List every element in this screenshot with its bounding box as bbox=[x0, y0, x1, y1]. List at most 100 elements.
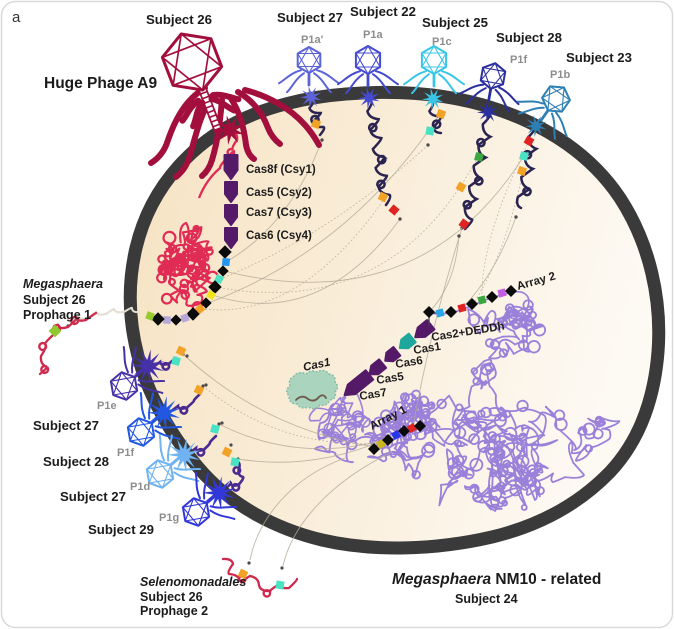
label-top-subject-23: Subject 23 bbox=[566, 50, 632, 65]
phage-capsid-facet bbox=[367, 45, 381, 68]
repeat-diamond bbox=[170, 314, 182, 326]
label-left-subject-29: Subject 29 bbox=[88, 522, 154, 537]
phage-huge-a9 bbox=[148, 32, 322, 180]
membrane-spike-burst bbox=[202, 476, 236, 510]
protospacer-square bbox=[523, 135, 535, 147]
phage-capsid-facet bbox=[482, 67, 506, 73]
phage-tail-rung bbox=[211, 123, 221, 128]
phage-capsid-facet bbox=[127, 426, 144, 447]
cas-f-gene-2 bbox=[224, 204, 238, 226]
spacer-square bbox=[390, 429, 402, 441]
phage-capsid-facet bbox=[355, 52, 369, 75]
phage-capsid-facet bbox=[110, 380, 127, 401]
phage-capsid-facet bbox=[146, 464, 171, 470]
phage-leg bbox=[179, 97, 202, 124]
injected-dna-left-3 bbox=[222, 459, 245, 492]
huge-phage-leg bbox=[235, 89, 283, 147]
acquisition-connector bbox=[223, 155, 525, 283]
repeat-diamond bbox=[200, 297, 212, 309]
label-phage-p1e: P1e bbox=[97, 400, 117, 412]
spacer-square bbox=[477, 295, 487, 305]
label-cas5: Cas5 bbox=[376, 371, 406, 387]
connector-dot bbox=[514, 215, 518, 219]
phage-capsid-facet bbox=[149, 478, 174, 484]
label-cas6: Cas6 bbox=[395, 355, 424, 371]
connector-dot bbox=[229, 443, 233, 447]
label-phage-p1c: P1c bbox=[432, 36, 452, 48]
phage-capsid-facet bbox=[127, 422, 152, 428]
protospacer-square bbox=[519, 151, 529, 161]
phage-capsid-facet bbox=[433, 45, 447, 68]
injected-dna-top-0 bbox=[308, 98, 326, 137]
connector-dot bbox=[398, 217, 402, 221]
phage-leg bbox=[130, 346, 137, 374]
label-huge-phage-title: Huge Phage A9 bbox=[44, 75, 157, 92]
label-top-subject-22: Subject 22 bbox=[350, 4, 416, 19]
injected-dna-left-2 bbox=[186, 434, 218, 457]
injected-dna-left-1 bbox=[168, 392, 202, 415]
acquisition-connector bbox=[225, 139, 323, 263]
connector-dot bbox=[320, 138, 324, 142]
label-cas5-csy2: Cas5 (Csy2) bbox=[246, 187, 312, 199]
connector-dot bbox=[457, 234, 461, 238]
acquisition-connector bbox=[218, 423, 392, 450]
phage-capsid-facet bbox=[547, 99, 571, 111]
protospacer-square bbox=[171, 356, 181, 366]
phage-P1f-top bbox=[458, 62, 520, 113]
phage-leg bbox=[139, 392, 146, 420]
acquisition-connector bbox=[182, 353, 376, 448]
connector-dot bbox=[247, 561, 251, 565]
huge-phage-injected-dna bbox=[197, 167, 221, 199]
phage-leg bbox=[147, 392, 154, 420]
protospacer-square bbox=[388, 204, 400, 216]
degraded-dna bbox=[295, 394, 327, 402]
phage-capsid-facet bbox=[433, 52, 447, 75]
protospacer-square bbox=[210, 424, 220, 434]
injected-dna-top-4 bbox=[515, 126, 540, 210]
phage-capsid-facet bbox=[547, 86, 551, 111]
phage-capsid-facet bbox=[110, 376, 135, 382]
host-genome-dna bbox=[467, 299, 547, 360]
connector-dot bbox=[217, 422, 221, 426]
acquisition-connector bbox=[462, 216, 517, 308]
acquisition-connector bbox=[202, 385, 384, 445]
label-cas7: Cas7 bbox=[359, 387, 388, 403]
phage-capsid-facet bbox=[367, 52, 381, 75]
cas-f-gene-0 bbox=[223, 154, 239, 180]
phage-capsid-facet bbox=[297, 53, 310, 74]
huge-phage-dock-burst bbox=[215, 115, 245, 145]
phage-tail-core bbox=[200, 89, 221, 130]
phage-leg bbox=[209, 505, 238, 509]
label-cas1-protein: Cas1 bbox=[302, 356, 331, 373]
protospacer-square bbox=[175, 345, 187, 357]
connector-dot bbox=[220, 421, 224, 425]
spacer-square bbox=[497, 288, 507, 298]
phage-leg bbox=[517, 106, 545, 115]
connector-dot bbox=[185, 354, 189, 358]
phage-capsid-facet bbox=[201, 38, 212, 91]
membrane-spike-burst bbox=[477, 101, 499, 123]
connector-dot bbox=[201, 384, 205, 388]
phage-capsid-facet bbox=[421, 52, 435, 75]
host-genome-dna bbox=[308, 389, 371, 446]
phage-leg bbox=[516, 100, 545, 105]
spacer-square bbox=[221, 257, 231, 267]
phage-capsid-facet bbox=[162, 37, 212, 59]
phage-capsid-facet bbox=[182, 506, 199, 527]
phage-capsid-facet bbox=[549, 85, 571, 101]
phage-leg bbox=[316, 69, 340, 85]
spacer-square bbox=[145, 311, 155, 321]
phage-leg bbox=[438, 73, 457, 95]
phage-capsid-facet bbox=[125, 376, 136, 400]
phages bbox=[109, 32, 571, 527]
protospacer-square bbox=[221, 446, 233, 458]
label-cas7-csy3: Cas7 (Csy3) bbox=[246, 207, 312, 219]
label-phage-p1a-prime: P1a' bbox=[301, 34, 324, 46]
label-left-subject-27a: Subject 27 bbox=[33, 418, 99, 433]
extracellular-elements bbox=[38, 306, 393, 598]
phage-leg bbox=[209, 509, 236, 520]
panel-label: a bbox=[12, 9, 21, 26]
label-phage-p1b: P1b bbox=[550, 69, 570, 81]
acquisition-connector bbox=[481, 140, 530, 301]
